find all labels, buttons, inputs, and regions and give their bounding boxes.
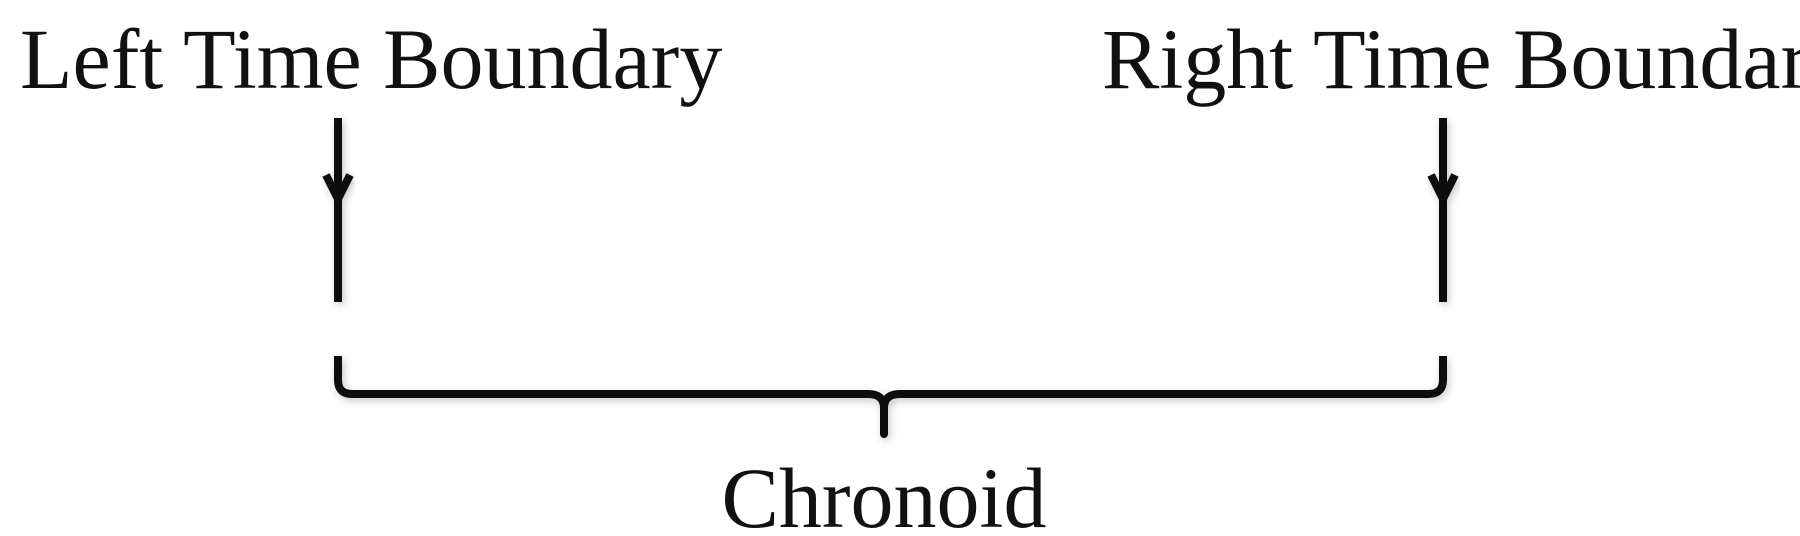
right-time-boundary-label: Right Time Boundary: [1102, 11, 1800, 107]
left-boundary-arrow-icon: [322, 173, 354, 203]
left-time-boundary-label: Left Time Boundary: [20, 11, 722, 107]
span-brace: [334, 356, 1447, 438]
chronoid-label: Chronoid: [722, 450, 1047, 536]
right-boundary-arrow-icon: [1427, 173, 1459, 203]
right-boundary-marker: [1427, 118, 1459, 302]
left-boundary-marker: [322, 118, 354, 302]
